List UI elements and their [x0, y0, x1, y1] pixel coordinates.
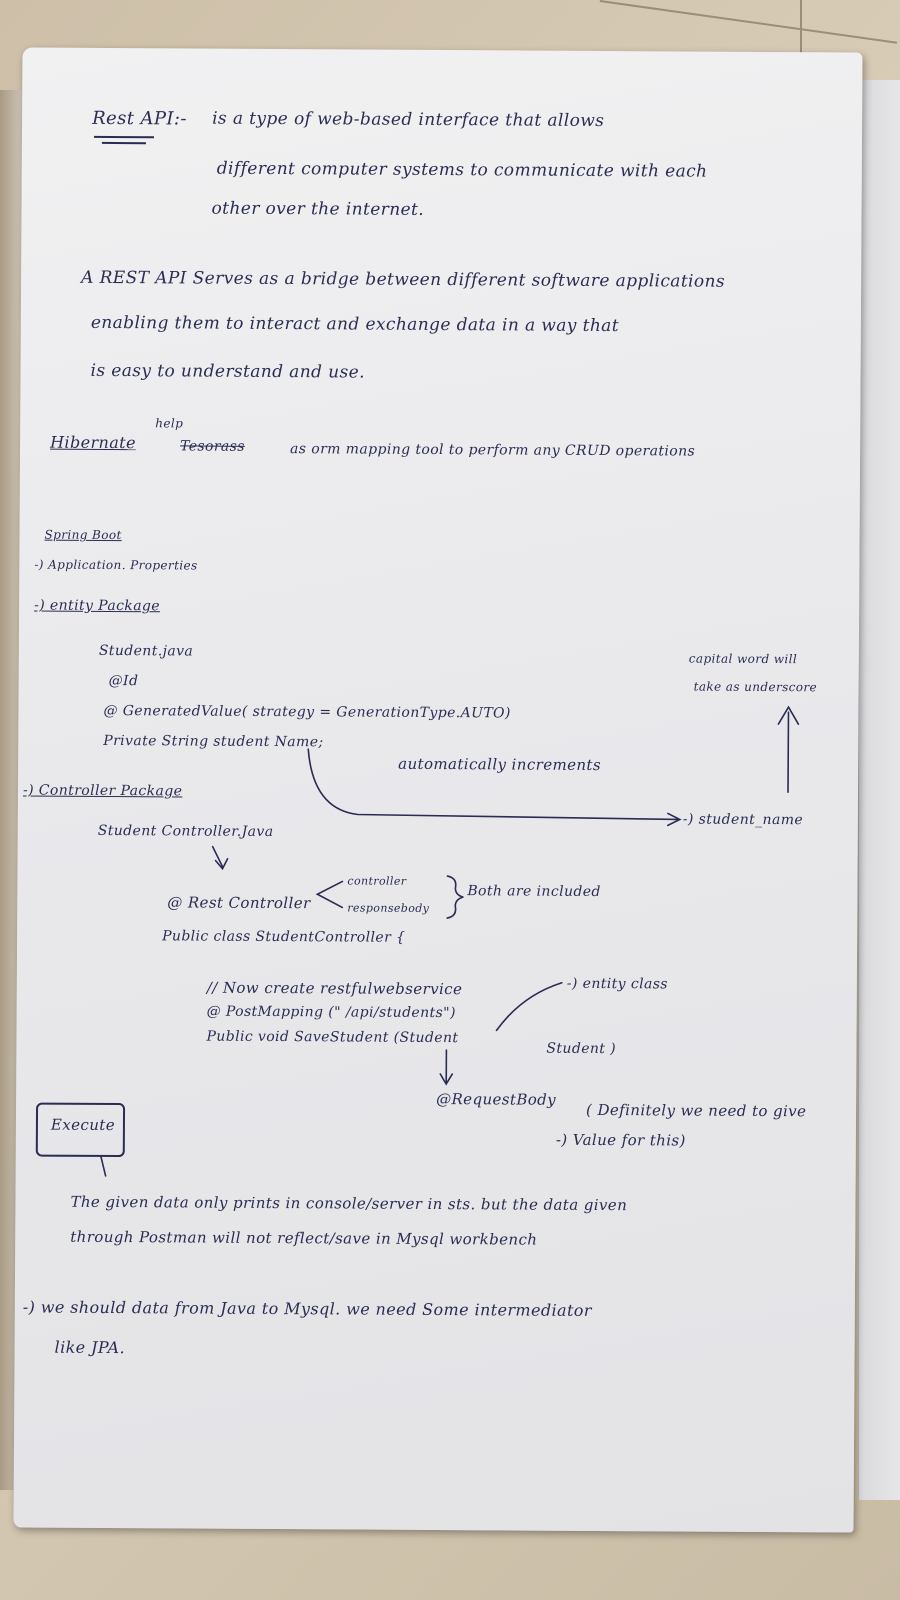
down-arrow — [99, 1155, 107, 1177]
curly-brace — [446, 875, 464, 919]
notebook-page: Rest API:- is a type of web-based interf… — [13, 47, 863, 1533]
floor-tile-seam — [800, 0, 802, 60]
floor-tile-seam — [599, 0, 898, 44]
curved-arrow — [307, 748, 679, 821]
curved-arrow — [495, 981, 563, 1032]
angle-bracket — [315, 880, 344, 909]
notebook-next-page — [858, 80, 900, 1500]
down-arrow — [211, 845, 224, 868]
ink-strokes — [99, 705, 800, 1177]
